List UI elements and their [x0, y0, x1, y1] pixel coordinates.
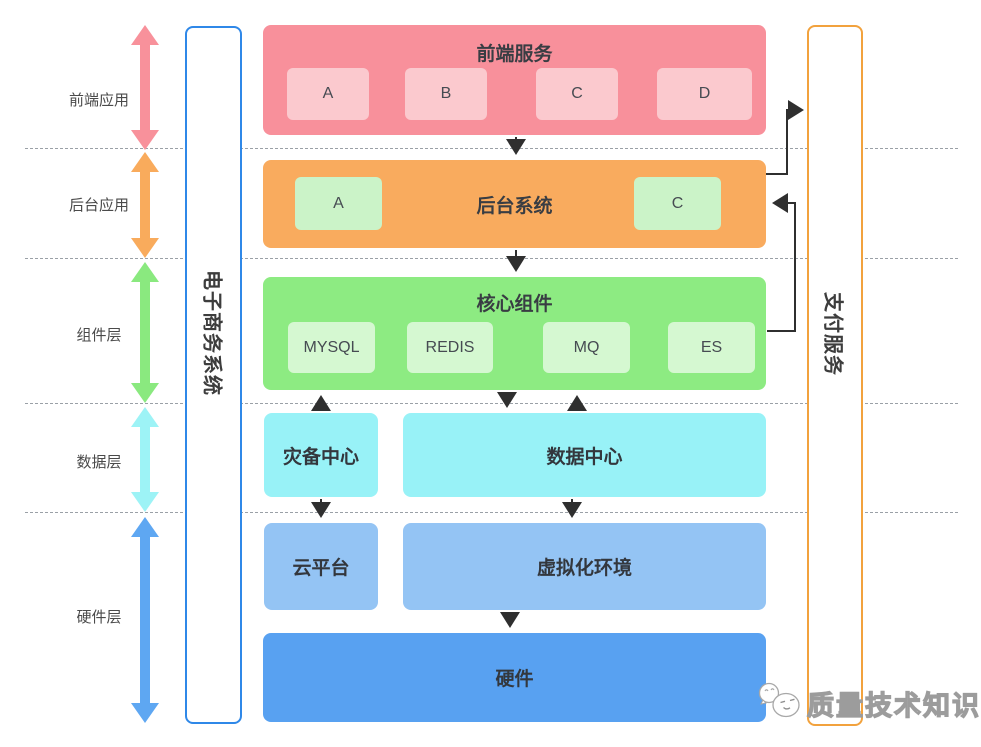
arrow-backend-to-payment: [766, 100, 804, 175]
arrow-up-icon: [131, 517, 159, 537]
block-virtualization-environment: 虚拟化环境: [403, 523, 766, 610]
block-data-center: 数据中心: [403, 413, 766, 497]
frontend-item-a: A: [287, 68, 369, 120]
layer-divider: [25, 148, 958, 149]
core-item-mq: MQ: [543, 322, 630, 373]
backend-item-c: C: [634, 177, 721, 230]
layer-label-hardware: 硬件层: [76, 609, 122, 626]
layer-label-component: 组件层: [76, 327, 122, 344]
layer-label-frontend: 前端应用: [68, 92, 129, 109]
layer-divider: [25, 403, 958, 404]
core-item-mysql: MYSQL: [288, 322, 375, 373]
block-hardware: 硬件: [263, 633, 766, 722]
core-item-redis: REDIS: [407, 322, 493, 373]
double-arrow-data-layer: [131, 407, 159, 512]
frontend-item-b: B: [405, 68, 487, 120]
arrow-up-icon: [131, 262, 159, 282]
block-backend-system: 后台系统 A C: [263, 160, 766, 248]
frontend-item-c: C: [536, 68, 618, 120]
layer-divider: [25, 258, 958, 259]
watermark: 质量技术知识: [757, 681, 981, 725]
arrow-core-to-backend-return: [767, 193, 796, 332]
arrow-shaft: [140, 537, 150, 703]
layer-divider: [25, 512, 958, 513]
pillar-ecommerce-system: 电子商务系统: [185, 26, 242, 724]
virtualization-title: 虚拟化环境: [536, 558, 632, 579]
arrow-down-icon: [131, 130, 159, 150]
arrow-down-icon: [131, 492, 159, 512]
block-core-components: 核心组件 MYSQL REDIS MQ ES: [263, 277, 766, 390]
arrow-down-icon: [131, 383, 159, 403]
block-disaster-recovery-center: 灾备中心: [264, 413, 378, 497]
double-arrow-frontend-layer: [131, 25, 159, 150]
arrow-down-icon: [131, 238, 159, 258]
layer-label-data: 数据层: [76, 454, 122, 471]
pillar-payment-service: 支付服务: [807, 25, 863, 726]
arrow-down-icon: [131, 703, 159, 723]
frontend-title: 前端服务: [476, 44, 553, 65]
layer-label-backend: 后台应用: [68, 197, 129, 214]
arrow-shaft: [140, 282, 150, 383]
arrow-shaft: [140, 427, 150, 492]
block-cloud-platform: 云平台: [264, 523, 378, 610]
hardware-title: 硬件: [495, 669, 534, 690]
pillar-ecommerce-label: 电子商务系统: [200, 270, 222, 396]
backend-title: 后台系统: [476, 195, 553, 217]
pillar-payment-label: 支付服务: [821, 292, 844, 376]
block-frontend-service: 前端服务 A B C D: [263, 25, 766, 135]
backend-item-a: A: [295, 177, 382, 230]
arrow-shaft: [140, 172, 150, 238]
core-title: 核心组件: [476, 294, 553, 315]
datacenter-title: 数据中心: [546, 446, 623, 468]
double-arrow-hardware-layer: [131, 517, 159, 723]
arrow-up-icon: [131, 407, 159, 427]
watermark-text: 质量技术知识: [806, 690, 981, 721]
cloud-title: 云平台: [292, 558, 350, 579]
chat-bubbles-logo-icon: [758, 682, 800, 718]
arrow-up-icon: [131, 152, 159, 172]
frontend-item-d: D: [657, 68, 752, 120]
arrow-shaft: [140, 45, 150, 130]
disaster-title: 灾备中心: [282, 446, 359, 468]
double-arrow-backend-layer: [131, 152, 159, 258]
core-item-es: ES: [668, 322, 755, 373]
double-arrow-component-layer: [131, 262, 159, 403]
arrow-up-icon: [131, 25, 159, 45]
